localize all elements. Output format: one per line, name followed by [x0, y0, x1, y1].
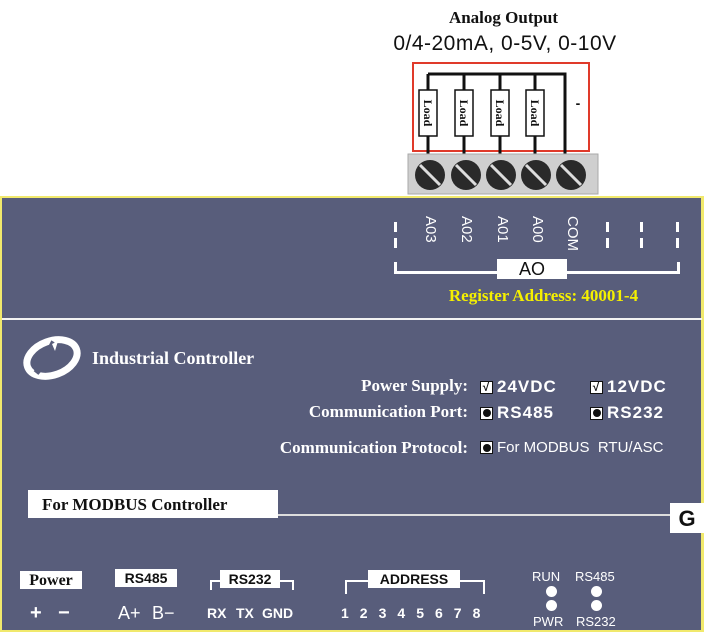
terminal-label-a03: A03: [422, 216, 439, 243]
ao-bracket-left: [394, 262, 499, 274]
spec-option: RS232: [590, 403, 664, 423]
analog-output-title: Analog Output: [448, 8, 559, 27]
checkbox-checked-icon: √: [480, 380, 493, 394]
checkbox-checked-icon: √: [590, 380, 603, 394]
unused-terminal-mark: [394, 238, 397, 248]
terminal-label-a00: A00: [529, 216, 546, 243]
power-pin-plus: +: [30, 602, 42, 624]
spec-option: For MODBUS RTU/ASC: [480, 439, 663, 456]
address-pin-8: 8: [472, 605, 481, 621]
unused-terminal-mark: [394, 222, 397, 232]
controller-title: Industrial Controller: [92, 348, 255, 368]
rs232-pin-gnd: GND: [262, 605, 294, 621]
modbus-controller-label: For MODBUS Controller: [28, 490, 278, 518]
common-wire: [426, 72, 567, 160]
terminal-label-com: COM: [564, 216, 581, 251]
rs485-pin-b: B−: [152, 603, 175, 623]
address-pin-2: 2: [359, 605, 368, 621]
minus-mark: -: [576, 95, 581, 111]
screw-slot: [524, 163, 548, 187]
model-letter-badge: G: [670, 503, 704, 533]
address-pin-3: 3: [378, 605, 387, 621]
spec-label: Communication Port:: [308, 402, 468, 421]
rs232-led-icon: [591, 600, 602, 611]
controller-body: [0, 196, 704, 632]
unused-terminal-mark: [606, 238, 609, 248]
load-wiring-diagram: Load Load Load Load -: [407, 62, 599, 195]
address-pin-5: 5: [416, 605, 424, 621]
spec-option-text: RS485: [497, 403, 554, 422]
load-label: Load: [457, 100, 471, 127]
load-label: Load: [493, 100, 507, 127]
unused-terminal-mark: [640, 238, 643, 248]
radio-selected-icon: [590, 406, 603, 420]
screw-slot: [418, 163, 442, 187]
unused-terminal-mark: [676, 222, 679, 232]
address-pin-1: 1: [341, 605, 349, 621]
unused-terminal-mark: [640, 222, 643, 232]
terminal-label-a01: A01: [494, 216, 511, 243]
load-label: Load: [528, 100, 542, 127]
spec-option: √ 24VDC: [480, 377, 557, 397]
address-label: ADDRESS: [368, 570, 460, 588]
led-label-run: RUN: [532, 569, 561, 584]
rs485-led-icon: [591, 586, 602, 597]
unused-terminal-mark: [676, 238, 679, 248]
rs485-label: RS485: [115, 569, 177, 587]
rs485-pin-a: A+: [118, 603, 141, 623]
load-label: Load: [421, 100, 435, 127]
analog-output-range: 0/4-20mA, 0-5V, 0-10V: [393, 32, 617, 55]
spec-label: Power Supply:: [361, 376, 468, 395]
brand-logo-icon: [23, 336, 81, 380]
rs232-pin-tx: TX: [236, 605, 254, 621]
terminal-label-a02: A02: [458, 216, 475, 243]
spec-option-text: 24VDC: [497, 377, 557, 396]
power-label: Power: [20, 571, 82, 589]
run-led-icon: [546, 586, 557, 597]
rs232-label: RS232: [220, 570, 280, 588]
spec-option-text: 12VDC: [607, 377, 667, 396]
spec-option: RS485: [480, 403, 554, 423]
rs232-pin-rx: RX: [207, 605, 227, 621]
modbus-divider-line: [278, 514, 670, 516]
spec-option-text: RS232: [607, 403, 664, 422]
spec-label: Communication Protocol:: [279, 438, 468, 457]
unused-terminal-mark: [606, 222, 609, 232]
spec-option: √ 12VDC: [590, 377, 667, 397]
pwr-led-icon: [546, 600, 557, 611]
section-divider: [2, 318, 702, 320]
power-pin-minus: −: [58, 602, 70, 624]
led-label-rs485: RS485: [575, 569, 615, 584]
ao-bracket-right: [567, 262, 680, 274]
register-address: Register Address: 40001-4: [448, 286, 639, 305]
spec-option-text: For MODBUS RTU/ASC: [497, 439, 664, 456]
radio-selected-icon: [480, 441, 493, 454]
ao-group-label: AO: [497, 259, 567, 279]
screw-slot: [559, 163, 583, 187]
screw-slot: [454, 163, 478, 187]
radio-selected-icon: [480, 406, 493, 420]
led-label-pwr: PWR: [533, 614, 564, 629]
screw-slot: [489, 163, 513, 187]
address-pin-4: 4: [397, 605, 406, 621]
address-pin-6: 6: [435, 605, 443, 621]
led-label-rs232: RS232: [576, 614, 616, 629]
address-pin-7: 7: [453, 605, 462, 621]
